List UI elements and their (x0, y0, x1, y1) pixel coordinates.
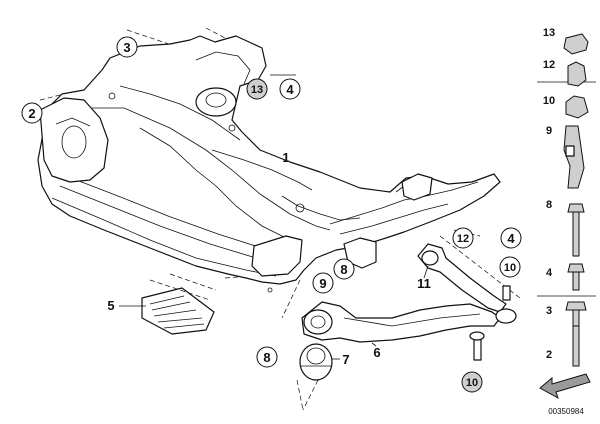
svg-text:4: 4 (507, 231, 515, 246)
svg-text:4: 4 (546, 267, 553, 279)
part-13-clip: 13 (543, 27, 589, 55)
front-subframe (37, 35, 501, 293)
ball-joint-pin (469, 331, 485, 361)
part-8-bolt: 8 (546, 199, 585, 257)
svg-text:4: 4 (286, 82, 294, 97)
svg-text:8: 8 (340, 262, 347, 277)
control-arm (301, 301, 501, 343)
part-3-bolt: 3 (546, 301, 587, 347)
callout-9: 9 (312, 272, 334, 294)
svg-text:13: 13 (251, 84, 263, 96)
direction-arrow-icon (539, 373, 591, 400)
callout-3: 3 (116, 36, 138, 58)
callout-5: 5 (107, 298, 146, 313)
callout-10-bottom: 10 (461, 371, 483, 393)
callout-7: 7 (332, 352, 350, 367)
callout-13: 13 (246, 78, 268, 100)
part-10-nut: 10 (543, 95, 589, 119)
callouts: 3 2 13 4 1 12 4 10 (21, 36, 522, 393)
parts-column: 13 12 10 9 8 4 3 (537, 27, 596, 416)
svg-text:6: 6 (373, 345, 380, 360)
svg-text:1: 1 (282, 150, 289, 165)
callout-2: 2 (21, 102, 43, 124)
callout-11: 11 (417, 265, 431, 291)
callout-4-top: 4 (270, 74, 301, 100)
skid-plate (141, 273, 217, 335)
callout-6: 6 (371, 342, 381, 360)
svg-text:3: 3 (123, 40, 130, 55)
part-2-bolt: 2 (546, 325, 580, 367)
svg-text:8: 8 (546, 199, 552, 211)
svg-text:10: 10 (543, 95, 555, 107)
svg-text:2: 2 (28, 106, 35, 121)
callout-4-right: 4 (500, 227, 522, 249)
svg-text:9: 9 (319, 276, 326, 291)
callout-12: 12 (452, 227, 474, 249)
svg-text:11: 11 (417, 276, 431, 291)
svg-text:9: 9 (546, 125, 552, 137)
callout-8-lower: 8 (256, 346, 278, 368)
svg-text:10: 10 (504, 262, 516, 274)
part-12-nut: 12 (543, 59, 587, 87)
callout-8-upper: 8 (333, 258, 355, 280)
document-number: 00350984 (548, 407, 584, 416)
part-9-bracket: 9 (546, 125, 585, 189)
svg-text:12: 12 (543, 59, 555, 71)
svg-text:5: 5 (107, 298, 114, 313)
svg-text:10: 10 (466, 377, 478, 389)
part-4-bolt: 4 (546, 263, 585, 291)
svg-text:00350984: 00350984 (548, 407, 584, 416)
tension-strut (417, 243, 517, 324)
svg-text:2: 2 (546, 349, 552, 361)
callout-10-top: 10 (499, 256, 521, 278)
svg-text:7: 7 (342, 352, 349, 367)
svg-text:12: 12 (457, 233, 469, 245)
callout-1: 1 (282, 150, 289, 165)
svg-text:8: 8 (263, 350, 270, 365)
svg-text:13: 13 (543, 27, 555, 39)
rubber-mount (299, 343, 333, 381)
svg-text:3: 3 (546, 305, 552, 317)
